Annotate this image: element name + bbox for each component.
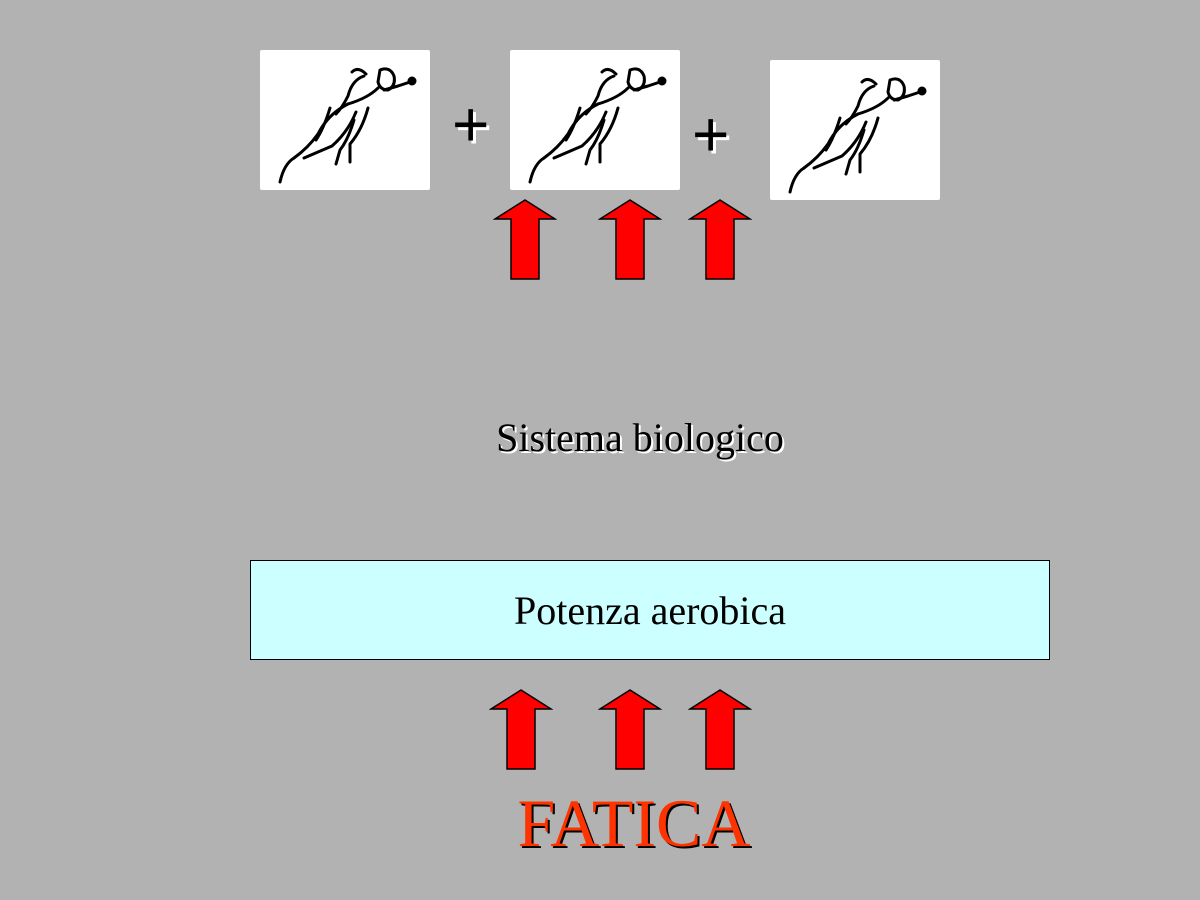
aerobic-power-label: Potenza aerobica: [513, 587, 787, 633]
fatigue-label: FATICA: [517, 785, 751, 861]
aerobic-power-box: Potenza aerobica: [250, 560, 1050, 660]
up-arrow-icon: [489, 689, 553, 771]
up-arrow-icon: [688, 199, 752, 281]
sprinter-image-1: [260, 50, 430, 190]
biological-system-label: Sistema biologico: [496, 415, 784, 460]
up-arrow-icon: [688, 689, 752, 771]
up-arrow-icon: [598, 199, 662, 281]
up-arrow-icon: [598, 689, 662, 771]
plus-sign-2: +: [692, 98, 730, 170]
sprinter-icon: [260, 50, 430, 190]
sprinter-image-2: [510, 50, 680, 190]
sprinter-image-3: [770, 60, 940, 200]
plus-sign-1: +: [452, 88, 490, 160]
sprinter-icon: [770, 60, 940, 200]
sprinter-icon: [510, 50, 680, 190]
up-arrow-icon: [493, 199, 557, 281]
